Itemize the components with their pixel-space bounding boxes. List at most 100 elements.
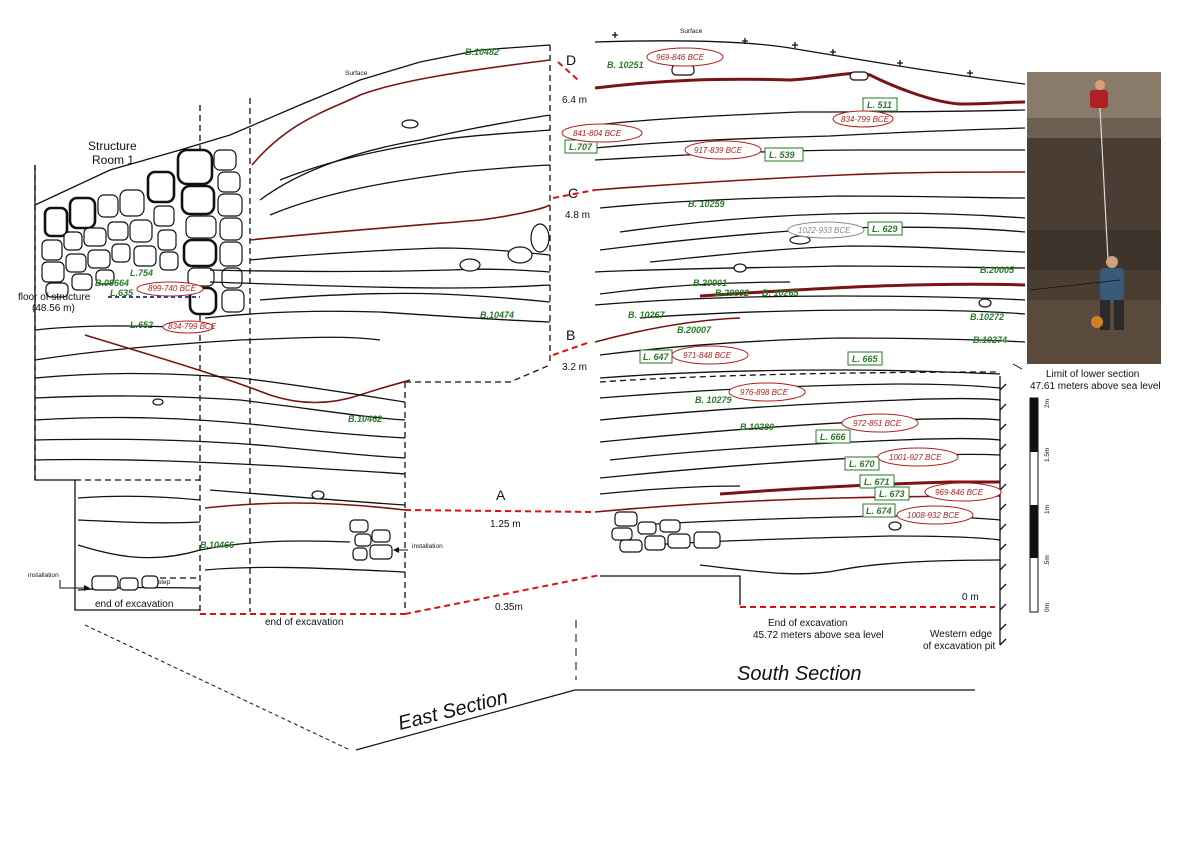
marker-a: A	[496, 487, 506, 503]
basket-b10280: B.10280	[740, 422, 774, 432]
basket-b10267: B. 10267	[628, 310, 666, 320]
floor-label: floor of structure	[18, 292, 91, 303]
date-label-972-851: 972-851 BCE	[853, 419, 902, 428]
basket-b10265: B. 10265	[762, 288, 800, 298]
date-834-799-east: 834-799 BCE	[162, 320, 217, 334]
locus-box-l665: L. 665	[847, 351, 883, 366]
basket-b20002: B.20002	[715, 288, 749, 298]
east-section	[34, 44, 551, 612]
western-edge-label-2: of excavation pit	[923, 641, 995, 652]
basket-b10251: B. 10251	[607, 60, 644, 70]
basket-b10259: B. 10259	[688, 199, 725, 209]
locus-box-l674: L. 674	[862, 503, 896, 518]
basket-b10279: B. 10279	[695, 395, 732, 405]
date-1022-933: 1022-933 BCE	[787, 221, 865, 239]
surface-label-east: Surface	[345, 70, 368, 77]
date-label-834-799-east: 834-799 BCE	[168, 322, 217, 331]
date-972-851: 972-851 BCE	[841, 413, 919, 433]
depth-d: 6.4 m	[562, 95, 587, 106]
depth-b: 3.2 m	[562, 362, 587, 373]
scale-label-2m: 2m	[1044, 399, 1051, 408]
marker-b: B	[566, 327, 575, 343]
date-label-834-799-south: 834-799 BCE	[841, 115, 890, 124]
locus-l665: L. 665	[852, 354, 879, 364]
scale-label-0m: 0m	[1044, 603, 1051, 612]
marker-c: C	[568, 185, 578, 201]
end-excavation-label-1: end of excavation	[95, 599, 173, 610]
locus-box-l539: L. 539	[764, 147, 804, 162]
date-label-976-898: 976-898 BCE	[740, 388, 789, 397]
zero-m-label: 0 m	[962, 592, 979, 603]
step-label: step	[158, 579, 171, 586]
locus-l539: L. 539	[769, 150, 795, 160]
depth-a: 1.25 m	[490, 519, 521, 530]
basket-b09664: B.09664	[95, 278, 129, 288]
western-edge-hatch	[999, 383, 1007, 646]
locus-l671: L. 671	[864, 477, 890, 487]
locus-l629: L. 629	[872, 224, 898, 234]
date-917-839: 917-839 BCE	[684, 140, 762, 160]
date-label-917-839: 917-839 BCE	[694, 146, 743, 155]
date-label-969-846-top: 969-846 BCE	[656, 53, 705, 62]
scale-label-1-5m: 1.5m	[1044, 448, 1051, 462]
installation-label-right: installation	[412, 543, 443, 550]
basket-b10482: B.10482	[465, 47, 499, 57]
date-label-899-740: 899-740 BCE	[148, 284, 197, 293]
end-excavation-label-2: end of excavation	[265, 617, 343, 628]
date-label-969-846-lower: 969-846 BCE	[935, 488, 984, 497]
locus-l674: L. 674	[866, 506, 892, 516]
date-976-898: 976-898 BCE	[728, 382, 806, 402]
limit-label-1: Limit of lower section	[1046, 369, 1139, 380]
basket-b20001: B.20001	[693, 278, 727, 288]
locus-box-l511: L. 511	[862, 97, 898, 112]
basket-b20005: B.20005	[980, 265, 1015, 275]
locus-l652: L.652	[130, 320, 153, 330]
basket-b20007: B.20007	[677, 325, 712, 335]
marker-d: D	[566, 52, 576, 68]
date-label-1022-933: 1022-933 BCE	[798, 226, 851, 235]
correlation-lines	[200, 61, 995, 615]
locus-box-l629: L. 629	[867, 221, 903, 236]
date-841-804: 841-804 BCE	[561, 123, 643, 143]
south-section	[594, 32, 1026, 646]
date-969-846-lower: 969-846 BCE	[924, 482, 1002, 502]
locus-l647: L. 647	[643, 352, 670, 362]
basket-b10466: B.10466	[200, 540, 235, 550]
locus-l707: L.707	[569, 142, 593, 152]
locus-l666: L. 666	[820, 432, 847, 442]
locus-box-l666: L. 666	[815, 429, 851, 444]
basket-b10462: B.10462	[348, 414, 382, 424]
installation-label-left: installation	[28, 572, 59, 579]
depth-c: 4.8 m	[565, 210, 590, 221]
depth-base: 0.35m	[495, 602, 523, 613]
limit-label-2: 47.61 meters above sea level	[1030, 381, 1161, 392]
basket-b10272: B.10272	[970, 312, 1004, 322]
basket-b10274: B.10274	[973, 335, 1007, 345]
structure-room: Room 1	[92, 153, 134, 167]
date-label-841-804: 841-804 BCE	[573, 129, 622, 138]
floor-elevation: (48.56 m)	[32, 303, 75, 314]
scale-label-0-5m: .5m	[1044, 555, 1051, 566]
basket-b10474: B.10474	[480, 310, 514, 320]
locus-l754: L.754	[130, 268, 153, 278]
locus-box-l673: L. 673	[874, 486, 910, 501]
date-971-848: 971-848 BCE	[671, 345, 749, 365]
locus-l673: L. 673	[879, 489, 905, 499]
date-1008-932: 1008-932 BCE	[896, 505, 974, 525]
date-label-971-848: 971-848 BCE	[683, 351, 732, 360]
structure-title: Structure	[88, 139, 137, 153]
end-excavation-south-label: End of excavation	[768, 618, 848, 629]
locus-box-l647: L. 647	[639, 349, 673, 364]
date-969-846-top: 969-846 BCE	[646, 47, 724, 67]
locus-box-l671: L. 671	[859, 474, 895, 489]
structure-stones	[41, 148, 245, 316]
east-section-title: East Section	[396, 686, 510, 735]
western-edge-label-1: Western edge	[930, 629, 993, 640]
surface-label-south: Surface	[680, 28, 703, 35]
surface-ticks	[612, 32, 973, 76]
locus-l635: L.635	[110, 288, 134, 298]
date-834-799-south: 834-799 BCE	[832, 110, 894, 128]
locus-box-l670: L. 670	[844, 456, 880, 471]
date-899-740: 899-740 BCE	[136, 281, 204, 297]
